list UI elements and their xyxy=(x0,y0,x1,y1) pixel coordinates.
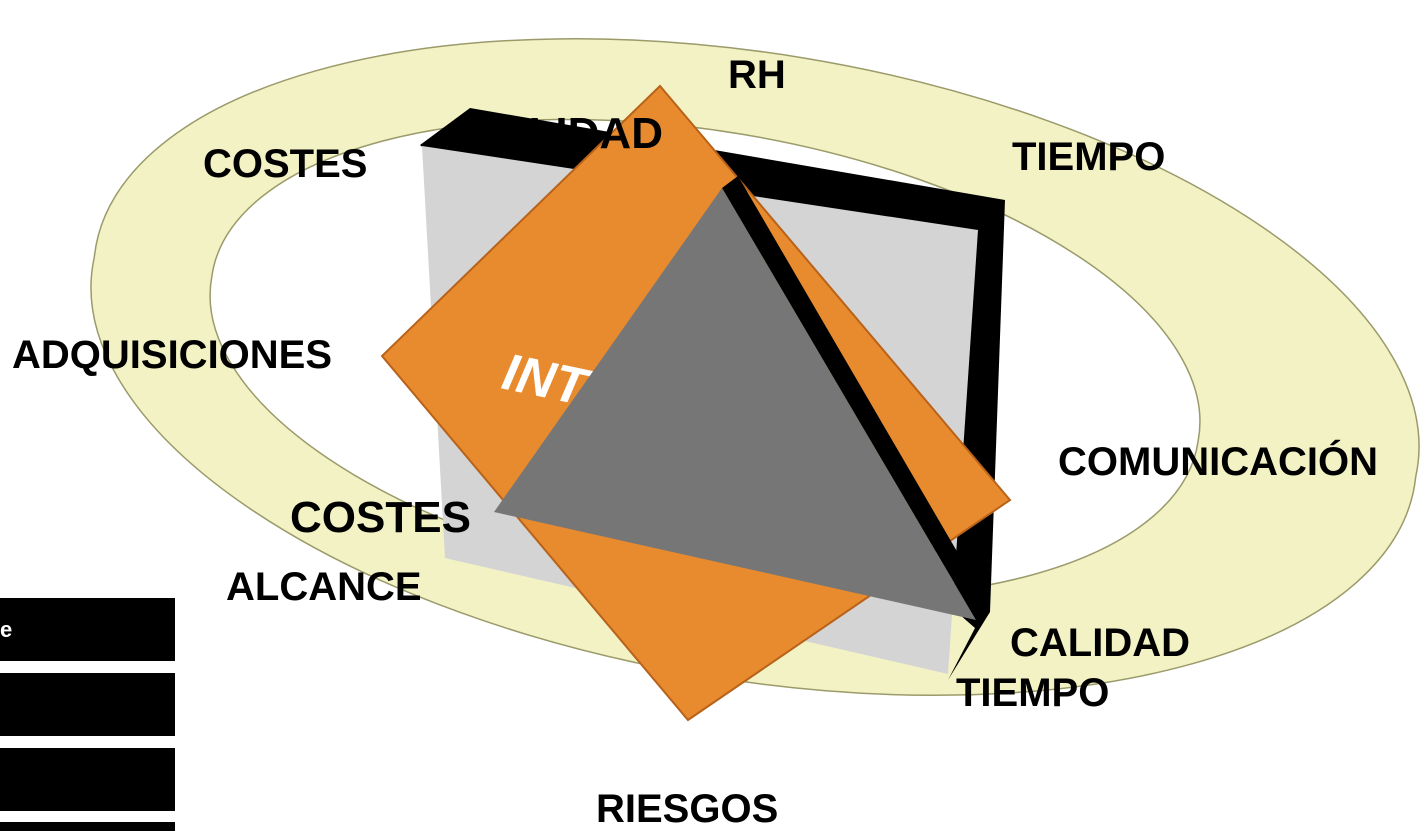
label-calidad-top: CALIDAD xyxy=(465,109,663,158)
label-alcance: ALCANCE xyxy=(226,565,422,609)
label-costes-top: COSTES xyxy=(203,142,367,186)
sidebar-panel-2 xyxy=(0,673,175,736)
sidebar-panel-3 xyxy=(0,748,175,811)
label-adquisiciones: ADQUISICIONES xyxy=(12,333,332,377)
label-tiempo-top: TIEMPO xyxy=(1012,135,1165,179)
sidebar-panel-1: e xyxy=(0,598,175,661)
label-calidad-bottom: CALIDAD xyxy=(1010,621,1190,665)
label-comunicacion: COMUNICACIÓN xyxy=(1058,438,1378,484)
sidebar-panel-1-label: e xyxy=(0,617,13,642)
sidebar-panel-4 xyxy=(0,822,175,831)
label-tiempo-bottom: TIEMPO xyxy=(956,671,1109,715)
label-riesgos: RIESGOS xyxy=(596,787,778,831)
triangle-shadow xyxy=(722,176,990,620)
triple-constraint-triangle xyxy=(494,176,990,620)
label-rh: RH xyxy=(728,53,786,97)
triangle-face xyxy=(494,188,976,620)
label-costes-inner: COSTES xyxy=(290,493,471,542)
